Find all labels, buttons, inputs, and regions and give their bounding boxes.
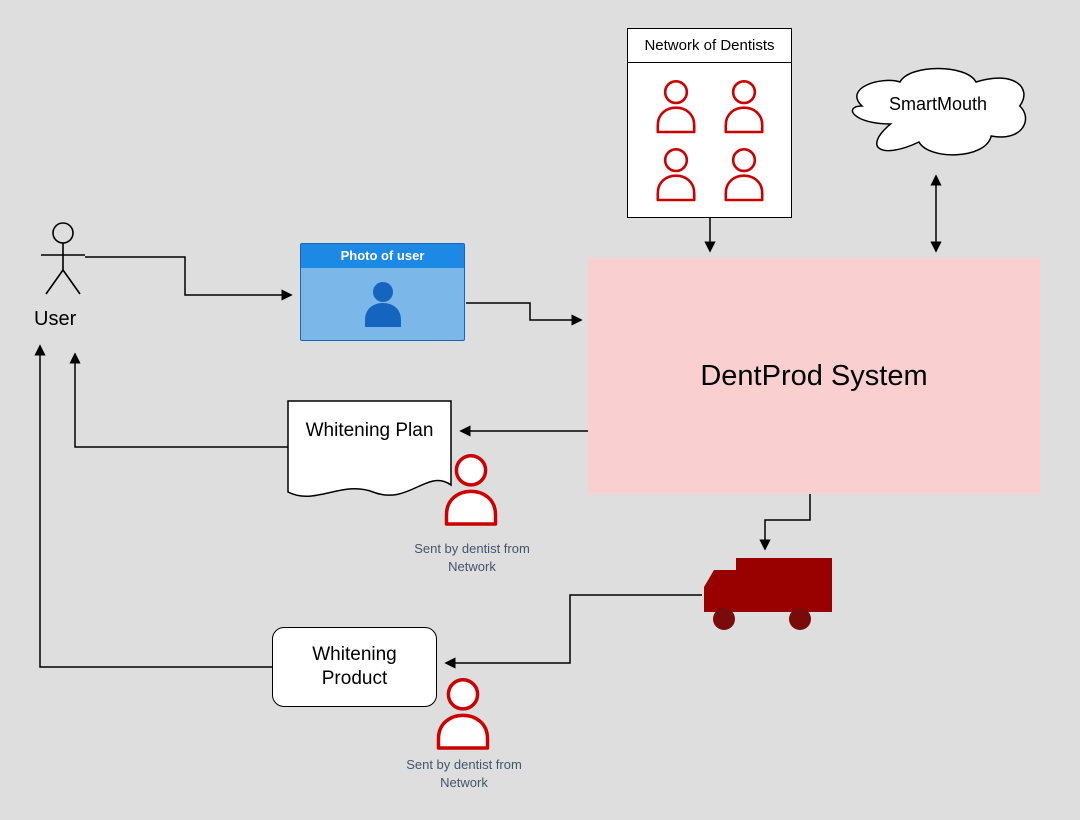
edge-plan-to-user bbox=[69, 352, 288, 448]
network-of-dentists-box: Network of Dentists bbox=[627, 28, 792, 218]
photo-of-user-title: Photo of user bbox=[301, 244, 464, 268]
red-person-icon bbox=[428, 672, 498, 754]
whitening-product-label: Whitening Product bbox=[312, 644, 397, 689]
red-person-icon bbox=[436, 448, 506, 530]
whitening-plan-document: Whitening Plan bbox=[287, 400, 452, 510]
smartmouth-label: SmartMouth bbox=[888, 94, 988, 114]
whitening-product-box: Whitening Product bbox=[272, 627, 437, 707]
dentist-person-icon bbox=[718, 77, 770, 135]
photo-person-icon bbox=[364, 282, 401, 327]
document-shape bbox=[287, 400, 452, 497]
whitening-plan-label: Whitening Plan bbox=[305, 420, 434, 441]
edge-user-to-photo bbox=[85, 256, 293, 301]
dentist-person-icon bbox=[650, 77, 702, 135]
user-actor bbox=[30, 218, 100, 304]
edge-truck-to-product bbox=[444, 594, 702, 669]
user-label: User bbox=[34, 308, 77, 330]
dentist-sender-icon-product bbox=[428, 672, 498, 754]
dentist-person-icon bbox=[650, 145, 702, 203]
note-sent-by-dentist-product: Sent by dentist from Network bbox=[406, 757, 522, 790]
dentist-sender-icon-plan bbox=[436, 448, 506, 530]
smartmouth-cloud: SmartMouth bbox=[843, 52, 1033, 172]
dentprod-system-box: DentProd System bbox=[588, 258, 1040, 494]
edge-photo-to-dentprod bbox=[466, 302, 583, 326]
photo-of-user-box: Photo of user bbox=[300, 243, 465, 341]
delivery-truck-icon bbox=[698, 552, 838, 634]
edge-dentprod-to-truck bbox=[759, 494, 811, 551]
dentist-person-icon bbox=[718, 145, 770, 203]
truck-icon bbox=[704, 558, 832, 630]
cloud-icon bbox=[851, 67, 1027, 156]
note-sent-by-dentist-plan: Sent by dentist from Network bbox=[414, 541, 530, 574]
network-of-dentists-title: Network of Dentists bbox=[628, 29, 791, 63]
edge-product-to-user bbox=[34, 344, 272, 668]
stick-figure-icon bbox=[41, 222, 85, 295]
photo-of-user-body bbox=[301, 268, 464, 340]
dentprod-system-label: DentProd System bbox=[700, 359, 928, 392]
network-members-grid bbox=[628, 63, 791, 217]
